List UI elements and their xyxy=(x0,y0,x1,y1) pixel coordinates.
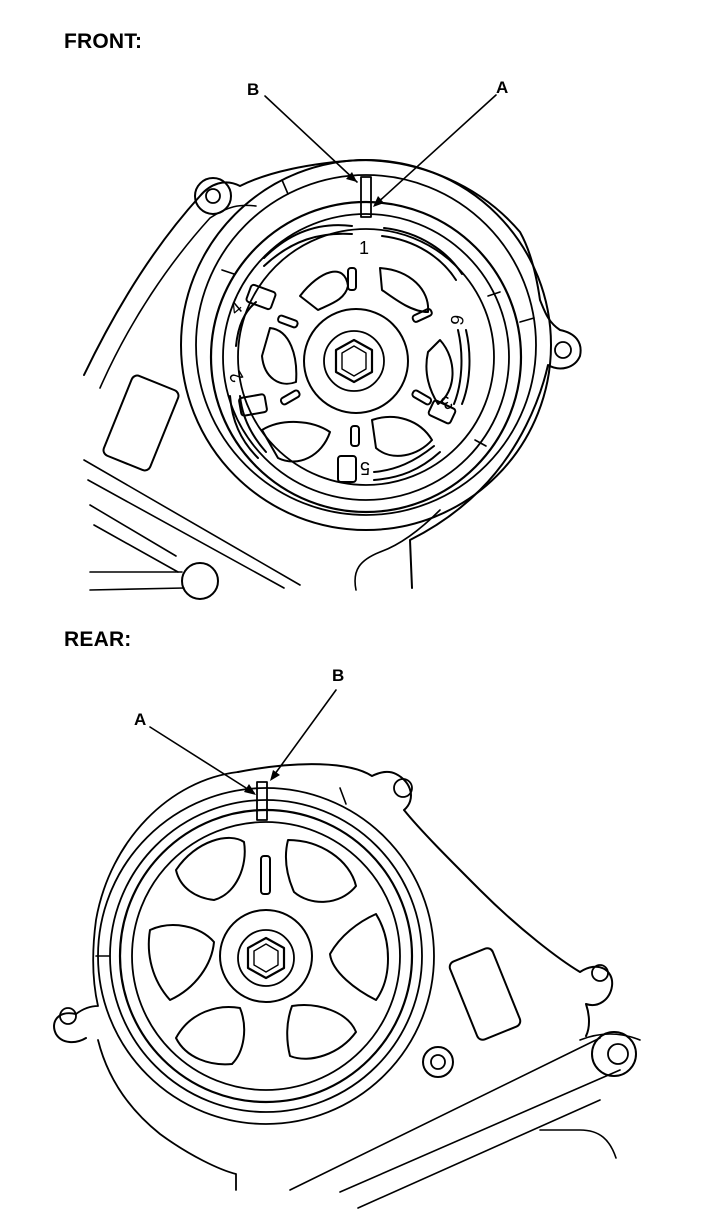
front-cyl-mark-6: 6 xyxy=(446,313,467,326)
front-block-boss xyxy=(181,562,219,600)
rear-hub-bolt xyxy=(246,936,286,980)
rear-ear-upper-hole xyxy=(393,778,413,798)
rear-ear-left xyxy=(53,1012,87,1044)
front-window-5 xyxy=(261,420,331,463)
rear-window-3 xyxy=(329,913,389,1001)
rear-cover-ring-inner xyxy=(109,799,423,1113)
front-mark-rect-3 xyxy=(427,399,457,425)
front-cyl-mark-5: 5 xyxy=(360,458,370,478)
front-window-4 xyxy=(371,415,433,457)
rear-timing-mark xyxy=(256,781,268,821)
front-label-a: A xyxy=(496,78,509,97)
rear-pulley-diagram xyxy=(53,689,641,1209)
rear-cover-bottom-left xyxy=(97,1039,237,1191)
front-pulley-rim xyxy=(222,213,510,501)
front-window-6 xyxy=(261,327,298,385)
front-cover-ring-inner xyxy=(195,174,537,516)
front-mark-rect-4 xyxy=(245,283,277,311)
rear-label-b: B xyxy=(332,666,345,685)
front-ear-upper xyxy=(194,177,232,215)
rear-leader-a xyxy=(149,726,255,794)
rear-window-6 xyxy=(147,924,215,1001)
rear-cover-outline xyxy=(237,763,614,1037)
front-window-2 xyxy=(379,267,430,313)
front-cyl-mark-2: 2 xyxy=(225,367,247,386)
rear-label-a: A xyxy=(134,710,147,729)
rear-ear-left-hole xyxy=(59,1007,77,1025)
front-arrow-b xyxy=(346,172,357,182)
rear-window-4 xyxy=(286,1004,357,1060)
rear-ear-right-hole xyxy=(591,964,609,982)
front-ear-upper-hole xyxy=(205,188,221,204)
rear-window-2 xyxy=(285,839,357,903)
rear-section-title: REAR: xyxy=(64,628,132,651)
rear-cover-left xyxy=(75,771,239,1015)
rear-cover-ring-outer xyxy=(97,787,435,1125)
rear-hub-boss xyxy=(237,929,295,987)
front-cyl-mark-1: 1 xyxy=(359,238,369,258)
rear-pulley-inner xyxy=(131,821,401,1091)
rear-hub-ring xyxy=(219,909,313,1003)
front-label-b: B xyxy=(247,80,260,99)
front-mark-rect-5 xyxy=(337,455,357,483)
front-mark-rect-2 xyxy=(238,393,268,417)
front-cover-inner-edge xyxy=(99,204,257,389)
front-hub-bolt xyxy=(334,338,374,384)
rear-arrow-b xyxy=(270,770,280,781)
front-block-pad xyxy=(102,374,180,472)
front-cover-ring-outer xyxy=(180,159,552,531)
front-pulley-outer xyxy=(209,200,523,514)
front-timing-mark xyxy=(360,176,372,218)
front-pulley-inner xyxy=(237,228,495,486)
rear-spoke-slot xyxy=(260,855,271,895)
rear-pulley-outer xyxy=(118,808,414,1104)
rear-leader-b xyxy=(271,689,337,779)
front-ear-right-hole xyxy=(554,341,572,359)
rear-window-1 xyxy=(175,836,246,901)
rear-window-5 xyxy=(175,1006,246,1066)
front-pulley-diagram: 1 6 3 5 2 4 xyxy=(83,94,582,600)
front-window-3 xyxy=(425,339,454,405)
front-leader-a xyxy=(374,94,497,206)
front-hub-ring xyxy=(303,308,409,414)
front-leader-b xyxy=(264,95,358,183)
front-window-1 xyxy=(299,270,349,311)
front-hub-boss xyxy=(323,330,385,392)
front-cover-lower-edge xyxy=(354,509,441,591)
rear-boss-small xyxy=(422,1046,454,1078)
rear-block-pad xyxy=(448,947,522,1041)
rear-boss-large xyxy=(591,1031,637,1077)
front-section-title: FRONT: xyxy=(64,30,143,53)
